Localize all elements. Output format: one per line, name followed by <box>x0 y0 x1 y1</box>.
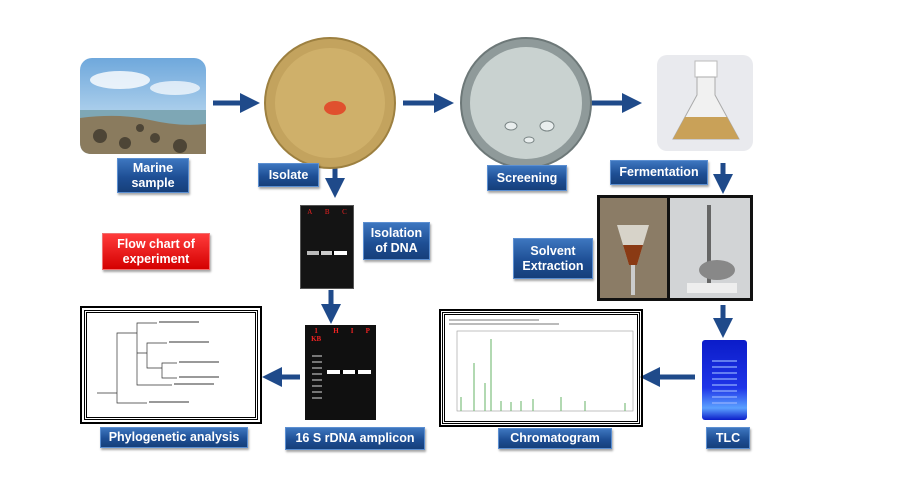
marine-sample-photo <box>80 58 206 154</box>
gel-lane-label: 1 KB <box>311 327 322 343</box>
gel-lane-label: P <box>365 327 370 335</box>
phylogenetic-tree-image <box>80 306 262 424</box>
label-isolate: Isolate <box>258 163 319 187</box>
label-chromatogram: Chromatogram <box>498 428 612 449</box>
gel-lane-label: B <box>324 208 330 216</box>
gel-lane-label: I <box>350 327 354 335</box>
flow-chart-title: Flow chart of experiment <box>102 233 210 270</box>
label-fermentation: Fermentation <box>610 160 708 185</box>
chromatogram-image <box>439 309 643 427</box>
label-screening: Screening <box>487 165 567 191</box>
label-marine-sample: Marine sample <box>117 158 189 193</box>
tlc-plate-image <box>702 340 747 420</box>
gel-lane-label: H <box>333 327 339 335</box>
label-solvent-extraction: Solvent Extraction <box>513 238 593 279</box>
label-phylogenetic-analysis: Phylogenetic analysis <box>100 427 248 448</box>
label-tlc: TLC <box>706 427 750 449</box>
amplicon-gel-image: 1 KB H I P <box>305 325 376 420</box>
solvent-extraction-photos <box>597 195 753 301</box>
gel-lane-label: C <box>342 208 347 216</box>
dna-gel-image: A B C <box>300 205 354 289</box>
label-isolation-of-dna: Isolation of DNA <box>363 222 430 260</box>
isolate-plate-image <box>264 37 396 169</box>
gel-lane-label: A <box>307 208 313 216</box>
fermentation-flask-photo <box>657 55 753 151</box>
label-16s-rdna-amplicon: 16 S rDNA amplicon <box>285 427 425 450</box>
screening-plate-image <box>460 37 592 169</box>
